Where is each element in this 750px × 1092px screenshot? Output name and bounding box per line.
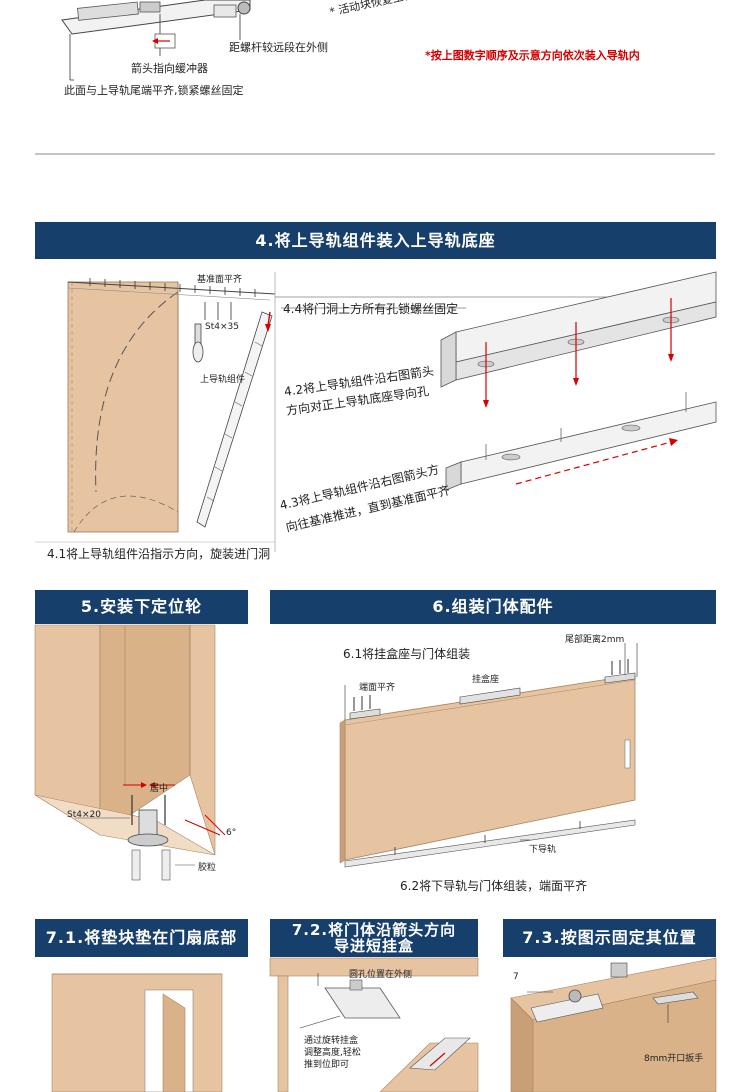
end-flush-label: 端面平齐 (359, 683, 396, 693)
step-6-1-caption: 6.1将挂盒座与门体组装 (343, 647, 471, 661)
section4-rail-illustrations (281, 271, 717, 491)
top-rail-illustration (35, 0, 715, 155)
glue-label: 胶粒 (198, 863, 217, 873)
section7-2-title-line1: 7.2.将门体沿箭头方向 (291, 920, 457, 939)
rail-assembly-label: 上导轨组件 (200, 375, 246, 385)
section7-2-title: 7.2.将门体沿箭头方向 导进短挂盒 (270, 919, 478, 957)
face-label: 此面与上导轨尾端平齐,锁紧螺丝固定 (64, 84, 244, 97)
screw-spec-label: St4×35 (205, 322, 239, 332)
hanger-base-label: 挂盒座 (472, 675, 500, 685)
ref-plane-label: 基准面平齐 (197, 275, 243, 285)
step-6-2-caption: 6.2将下导轨与门体组装，端面平齐 (400, 879, 588, 893)
arrow-label: 箭头指向缓冲器 (131, 62, 208, 75)
section6-door-illustration (339, 643, 638, 868)
section7-2-title-line2: 导进短挂盒 (333, 937, 414, 955)
tail-distance-label: 尾部距离2mm (565, 635, 625, 645)
section6-title: 6.组装门体配件 (270, 590, 716, 624)
section7-1-title: 7.1.将垫块垫在门扇底部 (35, 919, 248, 957)
lower-rail-label: 下导轨 (529, 845, 557, 855)
center-label: 居中 (150, 784, 169, 794)
distance-label: 距螺杆较远段在外侧 (229, 41, 328, 54)
section7-2-illustration (269, 957, 479, 1092)
dim-7-label: 7 (513, 972, 519, 982)
step-4-4-caption: 4.4将门洞上方所有孔锁螺丝固定 (283, 302, 459, 316)
section5-wheel-illustration (34, 624, 248, 885)
section7-3-illustration (510, 957, 717, 1092)
section4-title: 4.将上导轨组件装入上导轨底座 (35, 222, 716, 259)
angle-label: 6° (226, 828, 237, 838)
section7-1-illustration (51, 973, 223, 1092)
section5-title: 5.安装下定位轮 (35, 590, 248, 624)
rotate-line2: 调整高度,轻松 (304, 1048, 361, 1058)
order-note: *按上图数字顺序及示意方向依次装入导轨内 (425, 49, 640, 62)
section7-3-title: 7.3.按图示固定其位置 (503, 919, 716, 957)
rotate-line1: 通过旋转挂盒 (304, 1036, 359, 1046)
screw-st4x20-label: St4×20 (67, 810, 101, 820)
rotate-line3: 推到位即可 (304, 1060, 350, 1070)
round-hole-label: 圆孔位置在外侧 (349, 970, 413, 980)
section4-door-illustration (35, 272, 716, 552)
wrench-label: 8mm开口扳手 (644, 1054, 704, 1064)
step-4-1-caption: 4.1将上导轨组件沿指示方向，旋装进门洞 (47, 547, 271, 561)
